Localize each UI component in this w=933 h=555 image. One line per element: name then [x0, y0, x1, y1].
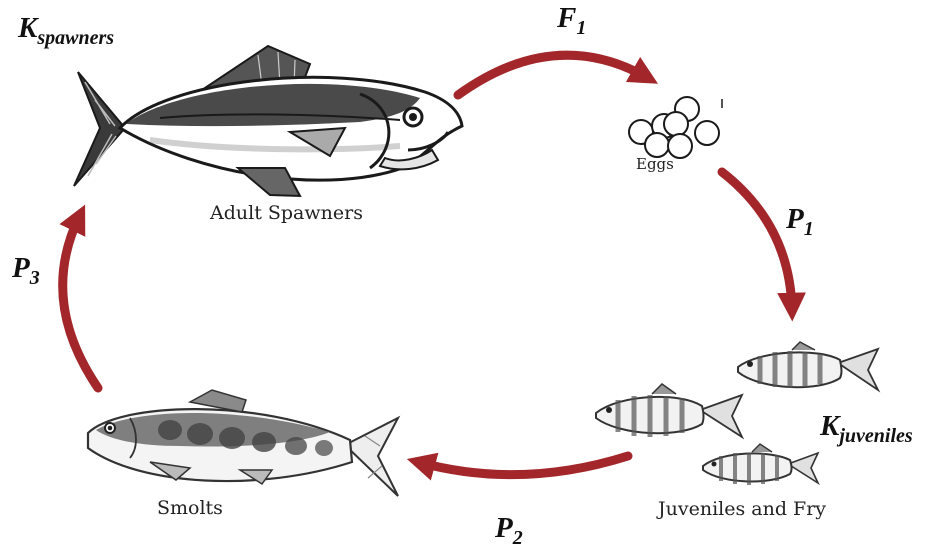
symbol-p2: P2 — [495, 512, 523, 550]
juvenile-fish-illustration — [703, 444, 818, 485]
juvenile-fish-illustration — [596, 384, 742, 437]
adult-salmon-illustration — [74, 46, 462, 196]
symbol-p3: P3 — [12, 252, 40, 290]
label-smolts: Smolts — [157, 497, 223, 519]
label-juveniles-and-fry: Juveniles and Fry — [658, 498, 826, 520]
label-eggs: Eggs — [636, 155, 674, 173]
arrow-f1 — [458, 55, 648, 95]
symbol-p1: P1 — [786, 203, 814, 241]
label-adult-spawners: Adult Spawners — [210, 202, 363, 224]
smolt-illustration — [88, 390, 398, 496]
arrow-p1 — [722, 172, 792, 310]
eggs-illustration — [629, 97, 722, 158]
arrow-p2 — [418, 456, 628, 475]
arrow-p3 — [63, 215, 98, 388]
symbol-k-spawners: Kspawners — [18, 12, 114, 50]
symbol-k-juveniles: Kjuveniles — [820, 410, 913, 448]
juvenile-fish-illustration — [738, 342, 878, 390]
symbol-f1: F1 — [557, 2, 586, 40]
